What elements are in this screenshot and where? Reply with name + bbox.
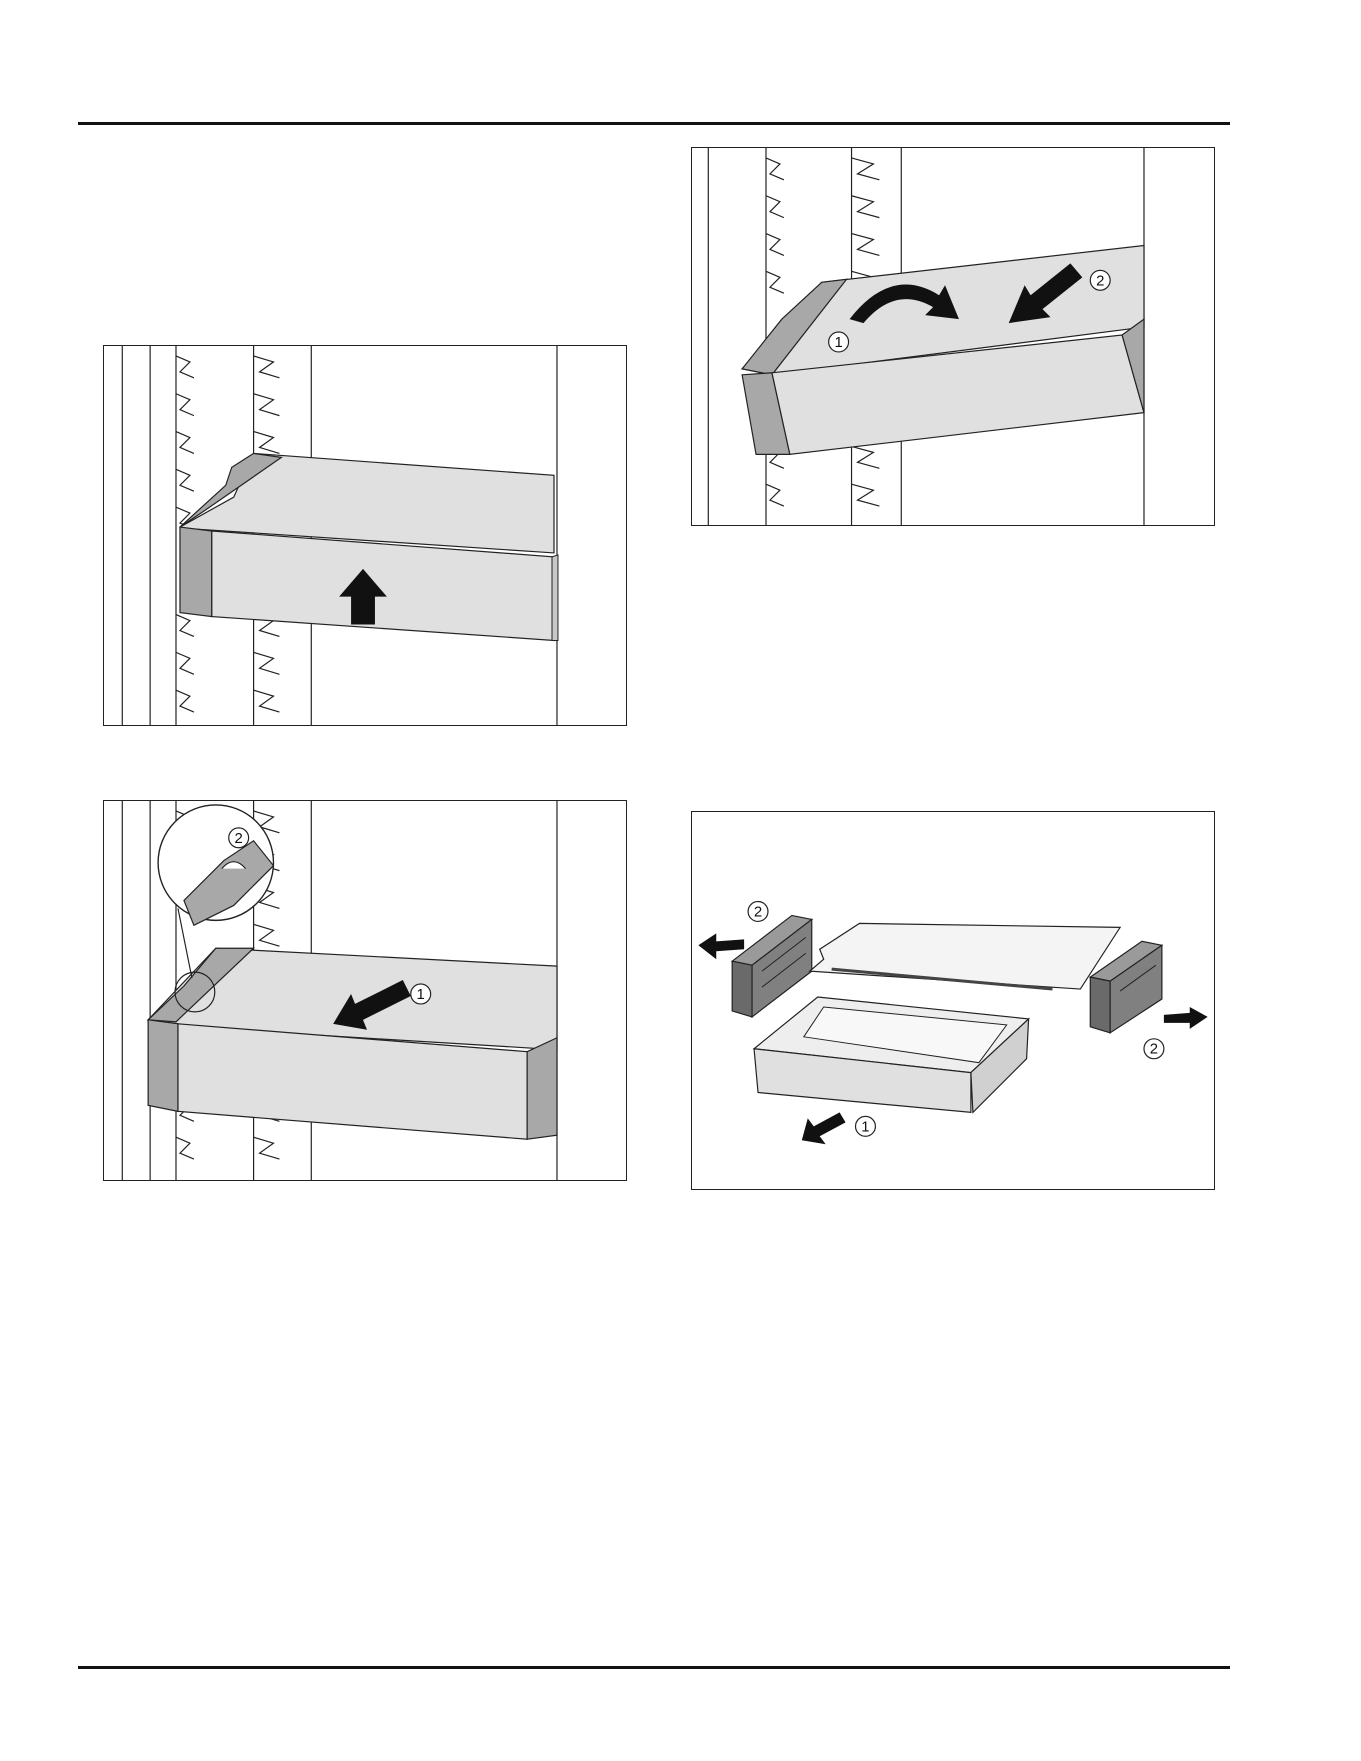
callout-2: 2: [1090, 270, 1110, 290]
callout-1: 1: [856, 1116, 876, 1136]
svg-text:1: 1: [861, 1118, 869, 1135]
arrow-left-icon: [698, 933, 744, 959]
svg-text:2: 2: [1096, 272, 1104, 289]
glass-cover: [810, 923, 1120, 989]
figure-tilt-drawer: 2 1: [691, 147, 1215, 526]
drawer-box: [754, 997, 1029, 1112]
svg-text:1: 1: [417, 986, 425, 1003]
figure-lift-drawer-drawing: [104, 346, 626, 725]
figure-drawer-parts: 2 1 2: [691, 811, 1215, 1190]
figure-pull-drawer-drawing: 1 2: [104, 801, 626, 1180]
callout-1: 1: [411, 984, 431, 1004]
svg-text:2: 2: [1150, 1041, 1158, 1058]
top-rule: [78, 122, 1230, 125]
figure-drawer-parts-drawing: 2 1 2: [692, 812, 1214, 1189]
figure-tilt-drawer-drawing: 2 1: [692, 148, 1214, 525]
callout-2: 2: [229, 828, 249, 848]
arrow-pull-out-icon: [802, 1112, 846, 1144]
bottom-rule: [78, 1666, 1230, 1669]
arrow-right-icon: [1164, 1007, 1208, 1029]
svg-text:2: 2: [754, 903, 762, 920]
callout-2: 2: [748, 902, 768, 922]
svg-text:2: 2: [235, 830, 243, 847]
callout-2: 2: [1144, 1039, 1164, 1059]
figure-lift-drawer: [103, 345, 627, 726]
figure-pull-drawer: 1 2: [103, 800, 627, 1181]
callout-1: 1: [829, 332, 849, 352]
left-rail: [732, 915, 812, 1016]
svg-text:1: 1: [834, 334, 842, 351]
